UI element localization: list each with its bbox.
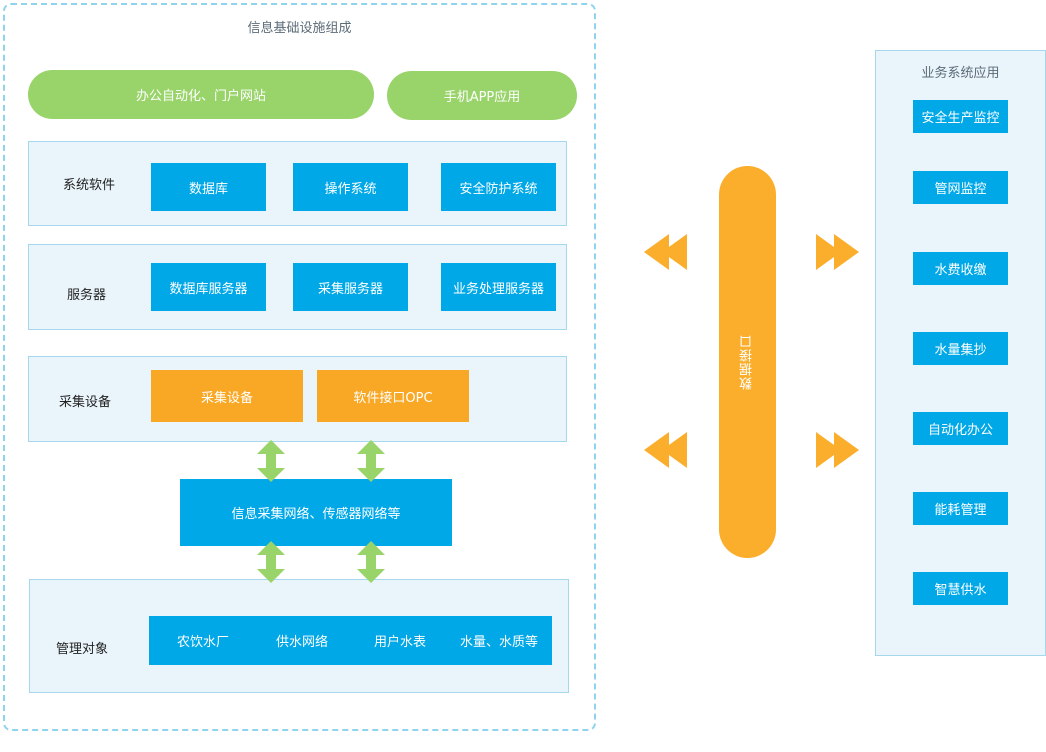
managed-supply-network: 供水网络 — [275, 635, 328, 650]
box-database-server: 数据库服务器 — [151, 263, 266, 311]
chevron-right-bottom-outer — [816, 432, 841, 468]
box-collection-network: 信息采集网络、传感器网络等 — [180, 479, 452, 546]
business-safety-monitoring: 安全生产监控 — [913, 100, 1008, 133]
business-fee-collection: 水费收缴 — [913, 252, 1008, 285]
business-pipe-monitoring: 管网监控 — [913, 171, 1008, 204]
chevron-left-top-outer — [644, 234, 669, 270]
box-security-system: 安全防护系统 — [441, 163, 556, 211]
managed-quantity-quality: 水量、水质等 — [459, 635, 538, 650]
business-meter-reading: 水量集抄 — [913, 332, 1008, 365]
band-label-collection: 采集设备 — [59, 394, 112, 410]
chevron-left-bottom-outer — [644, 432, 669, 468]
data-interface-bus — [719, 166, 776, 558]
data-interface-bus-label-wrap: 数据接口 — [719, 166, 776, 558]
arrow-collection-network-left — [257, 440, 285, 482]
box-database: 数据库 — [151, 163, 266, 211]
managed-water-plant: 农饮水厂 — [176, 635, 229, 650]
business-panel-title: 业务系统应用 — [921, 66, 1000, 81]
app-office-portal: 办公自动化、门户网站 — [28, 70, 374, 119]
business-energy-management: 能耗管理 — [913, 492, 1008, 525]
chevron-left-top-inner — [662, 234, 687, 270]
app-mobile: 手机APP应用 — [387, 71, 577, 120]
chevron-left-bottom-inner — [662, 432, 687, 468]
chevron-right-top-outer — [816, 234, 841, 270]
band-label-managed-objects: 管理对象 — [56, 641, 109, 657]
box-collection-server: 采集服务器 — [293, 263, 408, 311]
arrow-network-managed-right — [357, 541, 385, 583]
managed-objects-strip — [149, 616, 552, 665]
box-collection-device: 采集设备 — [151, 370, 303, 422]
box-opc-interface: 软件接口OPC — [317, 370, 469, 422]
business-office-automation: 自动化办公 — [913, 412, 1008, 445]
chevron-right-bottom-inner — [834, 432, 859, 468]
infrastructure-frame — [3, 3, 596, 731]
data-interface-bus-label: 数据接口 — [740, 334, 755, 390]
band-label-servers: 服务器 — [67, 287, 107, 303]
managed-user-meter: 用户水表 — [373, 635, 426, 650]
box-business-server: 业务处理服务器 — [441, 263, 556, 311]
chevron-right-top-inner — [834, 234, 859, 270]
arrow-collection-network-right — [357, 440, 385, 482]
arrow-network-managed-left — [257, 541, 285, 583]
band-label-system-software: 系统软件 — [63, 178, 116, 193]
infrastructure-title: 信息基础设施组成 — [247, 21, 352, 36]
box-operating-system: 操作系统 — [293, 163, 408, 211]
business-smart-water-supply: 智慧供水 — [913, 572, 1008, 605]
